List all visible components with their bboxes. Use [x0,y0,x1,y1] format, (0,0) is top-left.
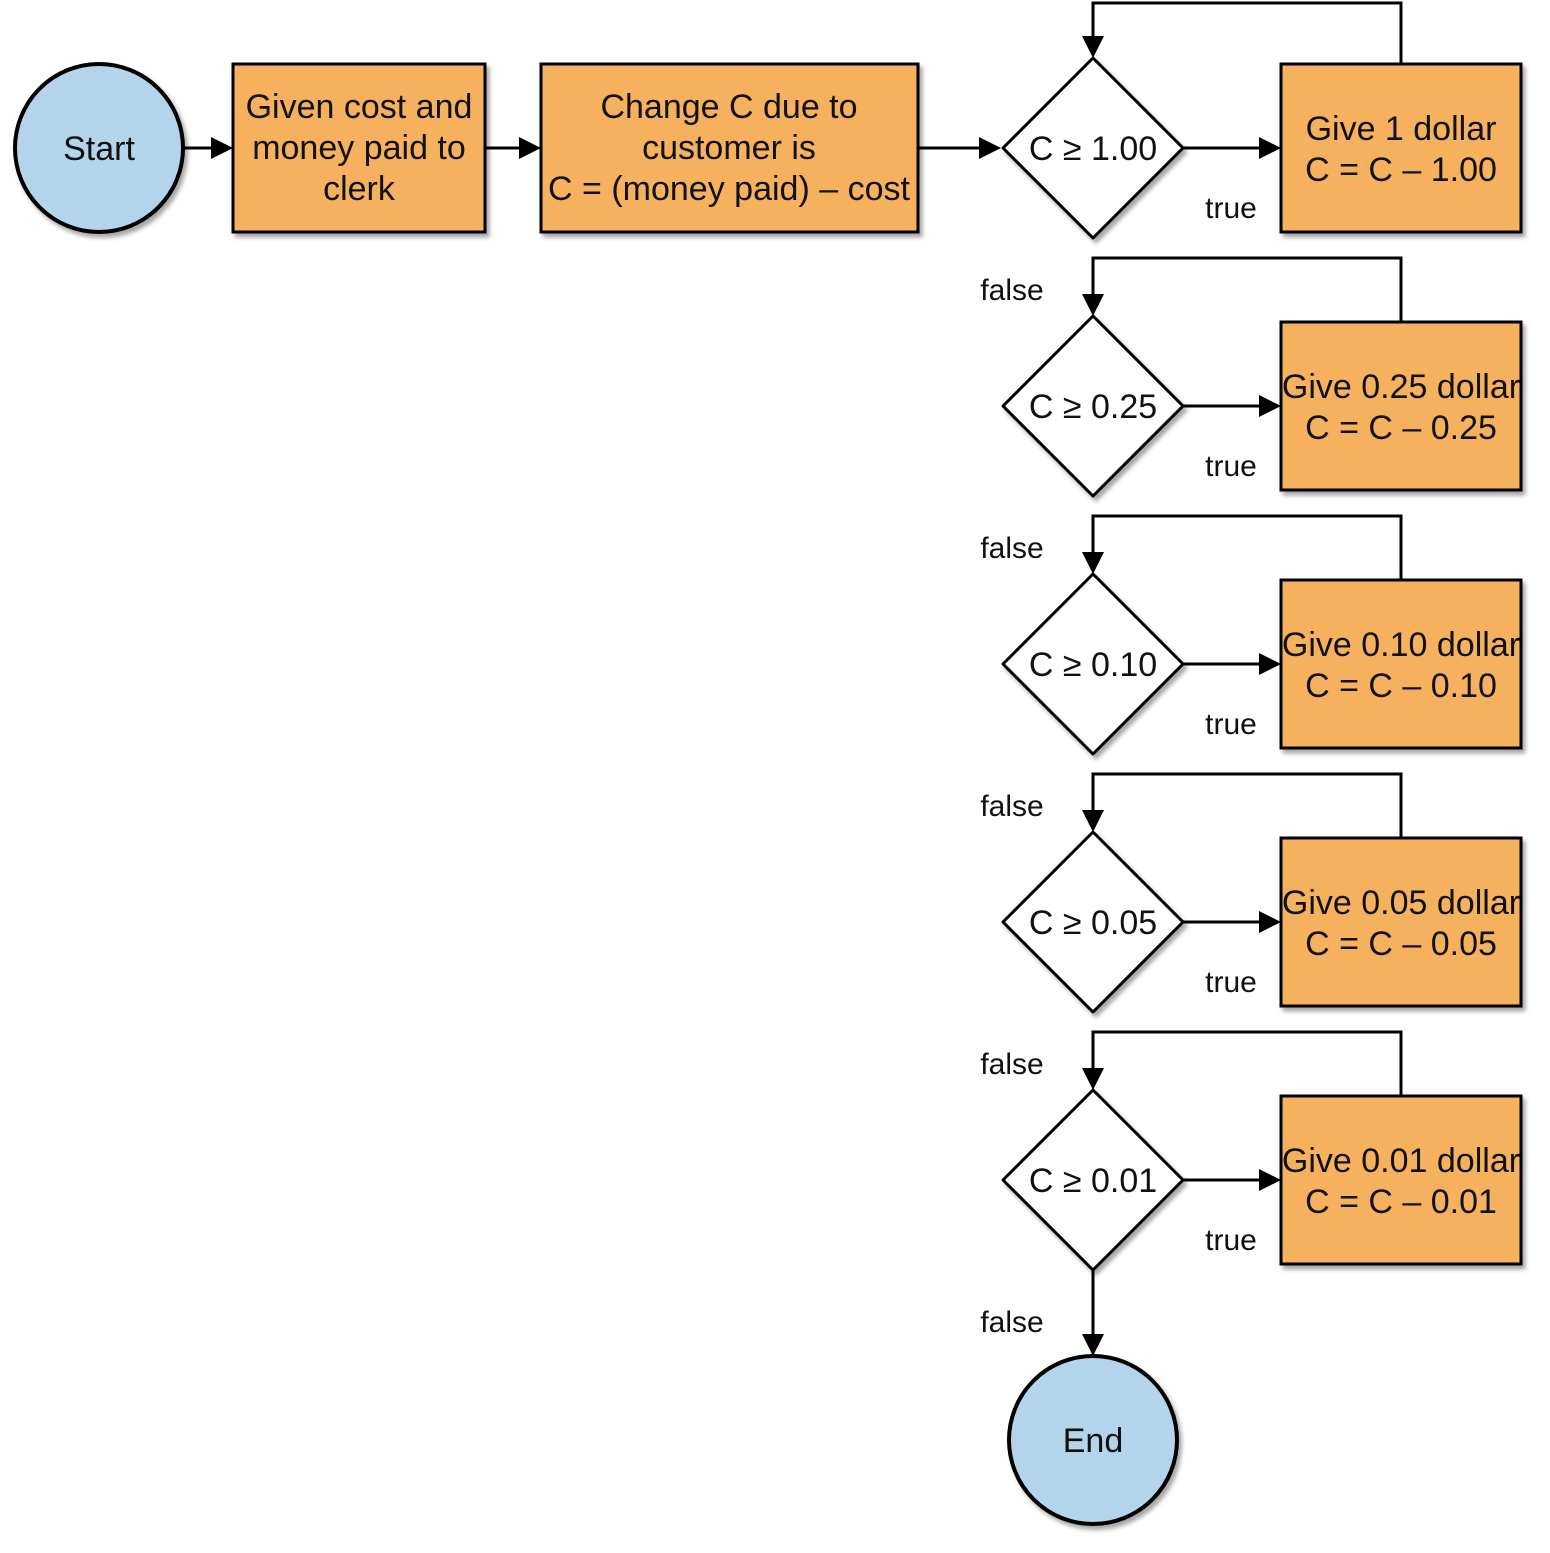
arrowhead-into-decision-2 [1082,294,1104,316]
action-box-5 [1279,1094,1523,1266]
decision-diamond-2 [1001,314,1185,498]
decision-condition-3: C ≥ 0.10 [1029,646,1157,684]
input-line-3: clerk [323,170,396,208]
end-node [1007,1354,1179,1526]
arrowhead-start-to-input [211,137,233,159]
loop-back-edge-2 [1091,256,1403,322]
true-label-4: true [1205,966,1257,999]
false-label-2: false [980,532,1043,565]
false-label-4: false [980,1048,1043,1081]
action-box-3 [1279,578,1523,750]
action-line-2-5: C = C – 0.01 [1305,1183,1497,1221]
end-label: End [1063,1422,1124,1460]
decision-diamond-1 [1001,56,1185,240]
arrowhead-into-decision-3 [1082,552,1104,574]
action-line-2-4: C = C – 0.05 [1305,925,1497,963]
action-box-1 [1279,62,1523,234]
arrowhead-true-3 [1259,653,1281,675]
action-line-1-3: Give 0.10 dollar [1282,626,1520,664]
action-box-4 [1279,836,1523,1008]
loop-back-edge-5 [1091,1030,1403,1096]
arrowhead-input-to-compute [519,137,541,159]
false-label-5: false [980,1306,1043,1339]
decision-diamond-4 [1001,830,1185,1014]
arrowhead-true-2 [1259,395,1281,417]
loop-back-edge-1 [1091,1,1403,64]
arrowhead-into-decision-4 [1082,810,1104,832]
action-line-1-2: Give 0.25 dollar [1282,368,1520,406]
loop-back-edge-4 [1091,772,1403,838]
arrowhead-true-5 [1259,1169,1281,1191]
arrowhead-into-decision-1 [1082,36,1104,58]
true-label-2: true [1205,450,1257,483]
action-line-1-4: Give 0.05 dollar [1282,884,1520,922]
decision-diamond-3 [1001,572,1185,756]
arrowhead-compute-to-decision-1 [979,137,1001,159]
input-line-1: Given cost and [246,88,473,126]
input-line-2: money paid to [252,129,466,167]
decision-condition-2: C ≥ 0.25 [1029,388,1157,426]
action-line-1-1: Give 1 dollar [1306,110,1497,148]
start-label: Start [63,130,135,168]
action-line-1-5: Give 0.01 dollar [1282,1142,1520,1180]
action-box-2 [1279,320,1523,492]
action-line-2-3: C = C – 0.10 [1305,667,1497,705]
input-box [231,62,487,234]
compute-line-2: customer is [642,129,816,167]
arrowhead-true-1 [1259,137,1281,159]
compute-line-1: Change C due to [600,88,857,126]
arrowhead-to-end [1082,1334,1104,1356]
true-label-1: true [1205,192,1257,225]
false-label-3: false [980,790,1043,823]
decision-condition-1: C ≥ 1.00 [1029,130,1157,168]
compute-box [539,62,920,234]
start-node [13,62,185,234]
false-label-1: false [980,274,1043,307]
arrowhead-true-4 [1259,911,1281,933]
action-line-2-2: C = C – 0.25 [1305,409,1497,447]
loop-back-edge-3 [1091,514,1403,580]
decision-condition-4: C ≥ 0.05 [1029,904,1157,942]
true-label-3: true [1205,708,1257,741]
arrowhead-into-decision-5 [1082,1068,1104,1090]
decision-condition-5: C ≥ 0.01 [1029,1162,1157,1200]
true-label-5: true [1205,1224,1257,1257]
action-line-2-1: C = C – 1.00 [1305,151,1497,189]
compute-line-3: C = (money paid) – cost [548,170,910,208]
